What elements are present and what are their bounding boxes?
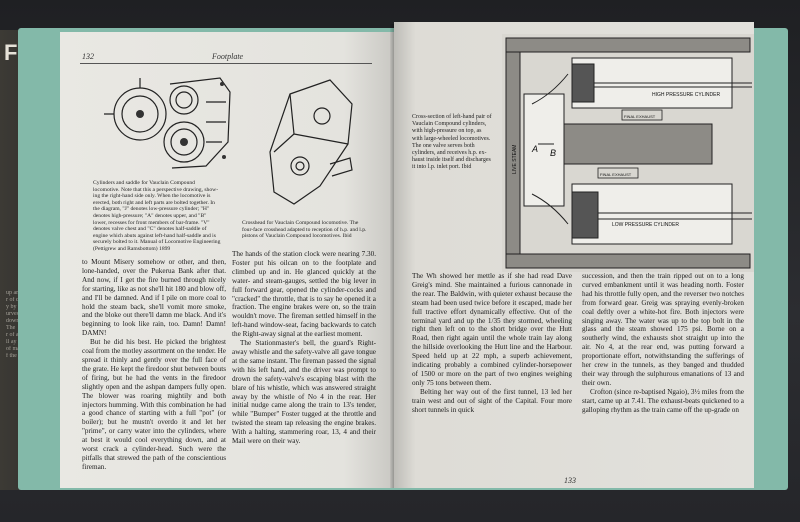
caption-line: securely bolted to it. Manual of Locomot… — [93, 239, 221, 246]
caption-line: Vauclain Compound cylinders, — [412, 121, 487, 128]
caption-line: engine which abuts against left-hand hal… — [93, 232, 216, 239]
caption-line: Crosshead for Vauclain Compound locomoti… — [242, 220, 359, 226]
caption-line: erected, both right and left parts are b… — [93, 199, 215, 206]
caption-line: The one valve serves both — [412, 142, 475, 149]
text-column-left-2: The hands of the station clock were near… — [232, 250, 376, 446]
paragraph: The Wh showed her mettle as if she had r… — [412, 272, 572, 387]
caption-line: four-face crosshead adapted to reception… — [242, 226, 367, 233]
caption-line: with high-pressure on top, as — [412, 128, 482, 135]
label-high-pressure: HIGH PRESSURE CYLINDER — [652, 92, 720, 98]
label-low-pressure: LOW PRESSURE CYLINDER — [612, 222, 679, 228]
background-book-line: up and — [6, 290, 23, 296]
caption-line: haust inside itself and discharges — [412, 157, 491, 164]
caption-line: lower, recesses for front members of bar… — [93, 219, 210, 226]
background-book-line: down by — [6, 318, 27, 324]
caption-line: (Pettigrew and Ramsbottom) 1899 — [93, 245, 171, 252]
label-b: B — [550, 148, 556, 158]
label-final-exhaust-bottom: FINAL EXHAUST — [600, 172, 632, 177]
text-column-left-1: to Mount Misery somehow or other, and th… — [82, 258, 226, 472]
crosshead-drawing — [269, 79, 353, 205]
label-a: A — [531, 144, 538, 154]
label-final-exhaust-top: FINAL EXHAUST — [624, 114, 656, 119]
running-head: Footplate — [212, 52, 244, 61]
caption-line: ing the right-hand side only. When the l… — [93, 193, 211, 200]
figure-caption-crosshead: Crosshead for Vauclain Compound locomoti… — [242, 220, 382, 240]
left-page: 132 Footplate Cylinders and saddle for V… — [60, 32, 394, 488]
background-book-line: r of a — [6, 332, 19, 338]
caption-line: denotes high-pressure; "A" denotes upper… — [93, 212, 207, 219]
caption-line: cylinders, and receives h.p. ex- — [412, 150, 487, 157]
text-column-right-2: succession, and then the train ripped ou… — [582, 272, 744, 415]
label-live-steam: LIVE STEAM — [512, 145, 518, 174]
page-number-left: 132 — [82, 52, 94, 61]
paragraph: succession, and then the train ripped ou… — [582, 272, 744, 387]
paragraph: The Stationmaster's bell, the guard's Ri… — [232, 339, 376, 446]
paragraph: But he did his best. He picked the brigh… — [82, 338, 226, 471]
header-rule — [80, 63, 372, 64]
caption-line: locomotive. Note that this a perspective… — [93, 186, 219, 193]
page-number-right: 133 — [564, 476, 576, 485]
caption-line: pistons of Vauclain Compound locomotives… — [242, 233, 352, 240]
caption-line: Cylinders and saddle for Vauclain Compou… — [93, 180, 195, 186]
paragraph: Crofton (since re-baptised Ngaio), 3½ mi… — [582, 387, 744, 414]
caption-line: it into l.p. inlet port. Ibid — [412, 164, 472, 171]
background-book-line: f the — [6, 353, 17, 359]
right-page: HIGH PRESSURE CYLINDER LOW PRESSURE CYLI… — [394, 22, 754, 488]
caption-line: Cross-section of left-hand pair of — [412, 114, 492, 120]
paragraph: Belting her way out of the first tunnel,… — [412, 387, 572, 414]
background-book-line: The — [6, 325, 16, 331]
caption-line: denotes valve chest and "C" denotes half… — [93, 226, 207, 233]
background-book-line: r of drive — [6, 297, 28, 303]
cylinder-saddle-drawing — [104, 77, 231, 169]
background-book-line: of mate — [6, 346, 25, 352]
background-book-line: ll ay — [6, 339, 17, 345]
caption-line: the diagram, "J" denotes low-pressure cy… — [93, 206, 210, 213]
vauclain-cross-section-diagram: HIGH PRESSURE CYLINDER LOW PRESSURE CYLI… — [502, 34, 754, 272]
paragraph: The hands of the station clock were near… — [232, 250, 376, 339]
text-column-right-1: The Wh showed her mettle as if she had r… — [412, 272, 572, 415]
caption-line: with large-wheeled locomotives. — [412, 135, 491, 142]
paragraph: to Mount Misery somehow or other, and th… — [82, 258, 226, 338]
figure-caption-cylinders: Cylinders and saddle for Vauclain Compou… — [93, 180, 253, 253]
